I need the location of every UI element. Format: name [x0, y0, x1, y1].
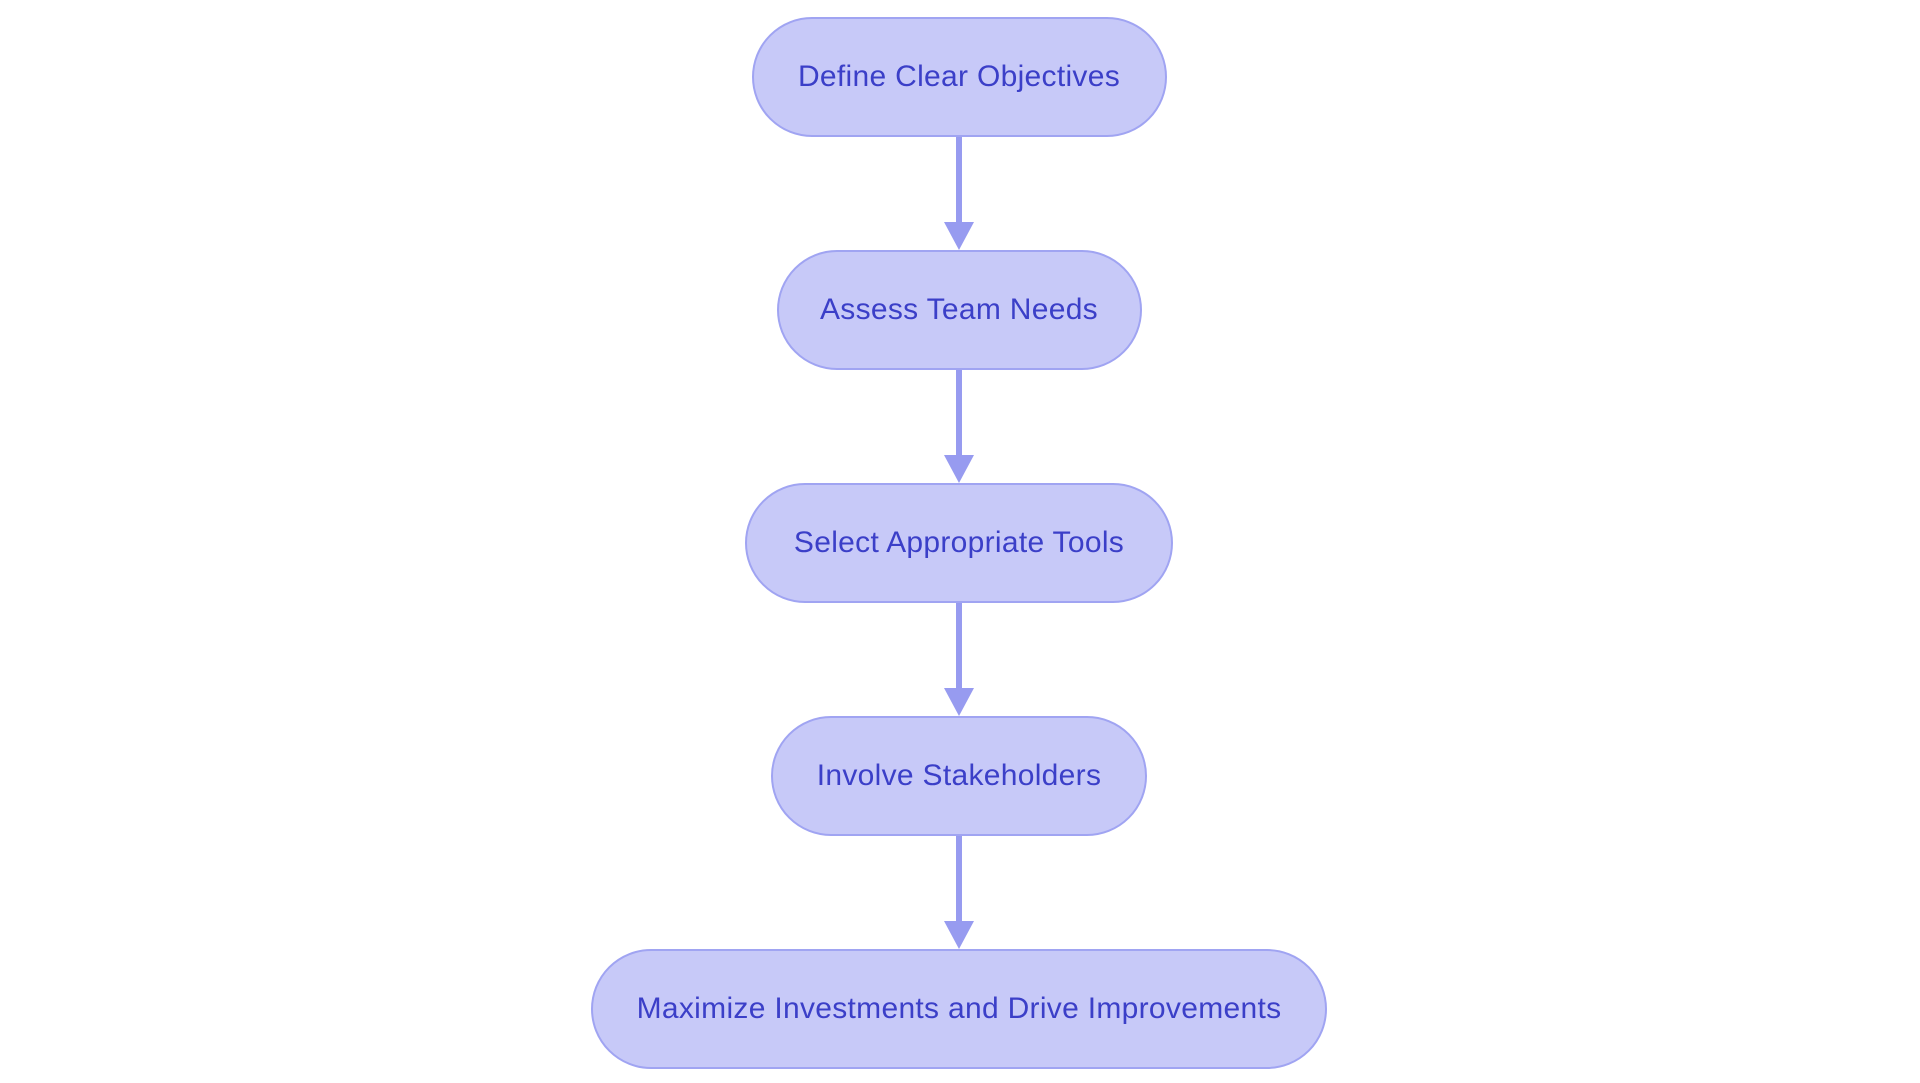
- flow-arrow-down-2: [944, 370, 974, 483]
- flow-arrow-down-4: [944, 836, 974, 949]
- arrow-stem: [956, 603, 962, 688]
- arrow-head-icon: [944, 455, 974, 483]
- flow-node-define-clear-objectives: Define Clear Objectives: [751, 17, 1167, 137]
- flow-node-involve-stakeholders: Involve Stakeholders: [771, 716, 1147, 836]
- flow-node-select-appropriate-tools: Select Appropriate Tools: [745, 483, 1173, 603]
- arrow-stem: [956, 836, 962, 921]
- flow-arrow-down-1: [944, 137, 974, 250]
- flow-node-assess-team-needs: Assess Team Needs: [776, 250, 1142, 370]
- flow-node-maximize-investments: Maximize Investments and Drive Improveme…: [591, 949, 1327, 1069]
- flow-node-label: Define Clear Objectives: [797, 60, 1121, 93]
- flow-node-label: Maximize Investments and Drive Improveme…: [636, 992, 1282, 1025]
- arrow-stem: [956, 370, 962, 455]
- flow-arrow-down-3: [944, 603, 974, 716]
- arrow-head-icon: [944, 921, 974, 949]
- flow-node-label: Assess Team Needs: [819, 293, 1098, 326]
- arrow-stem: [956, 137, 962, 222]
- arrow-head-icon: [944, 222, 974, 250]
- flowchart-column: Define Clear Objectives Assess Team Need…: [591, 17, 1327, 1069]
- flow-node-label: Involve Stakeholders: [816, 759, 1102, 792]
- arrow-head-icon: [944, 688, 974, 716]
- flow-node-label: Select Appropriate Tools: [793, 526, 1125, 559]
